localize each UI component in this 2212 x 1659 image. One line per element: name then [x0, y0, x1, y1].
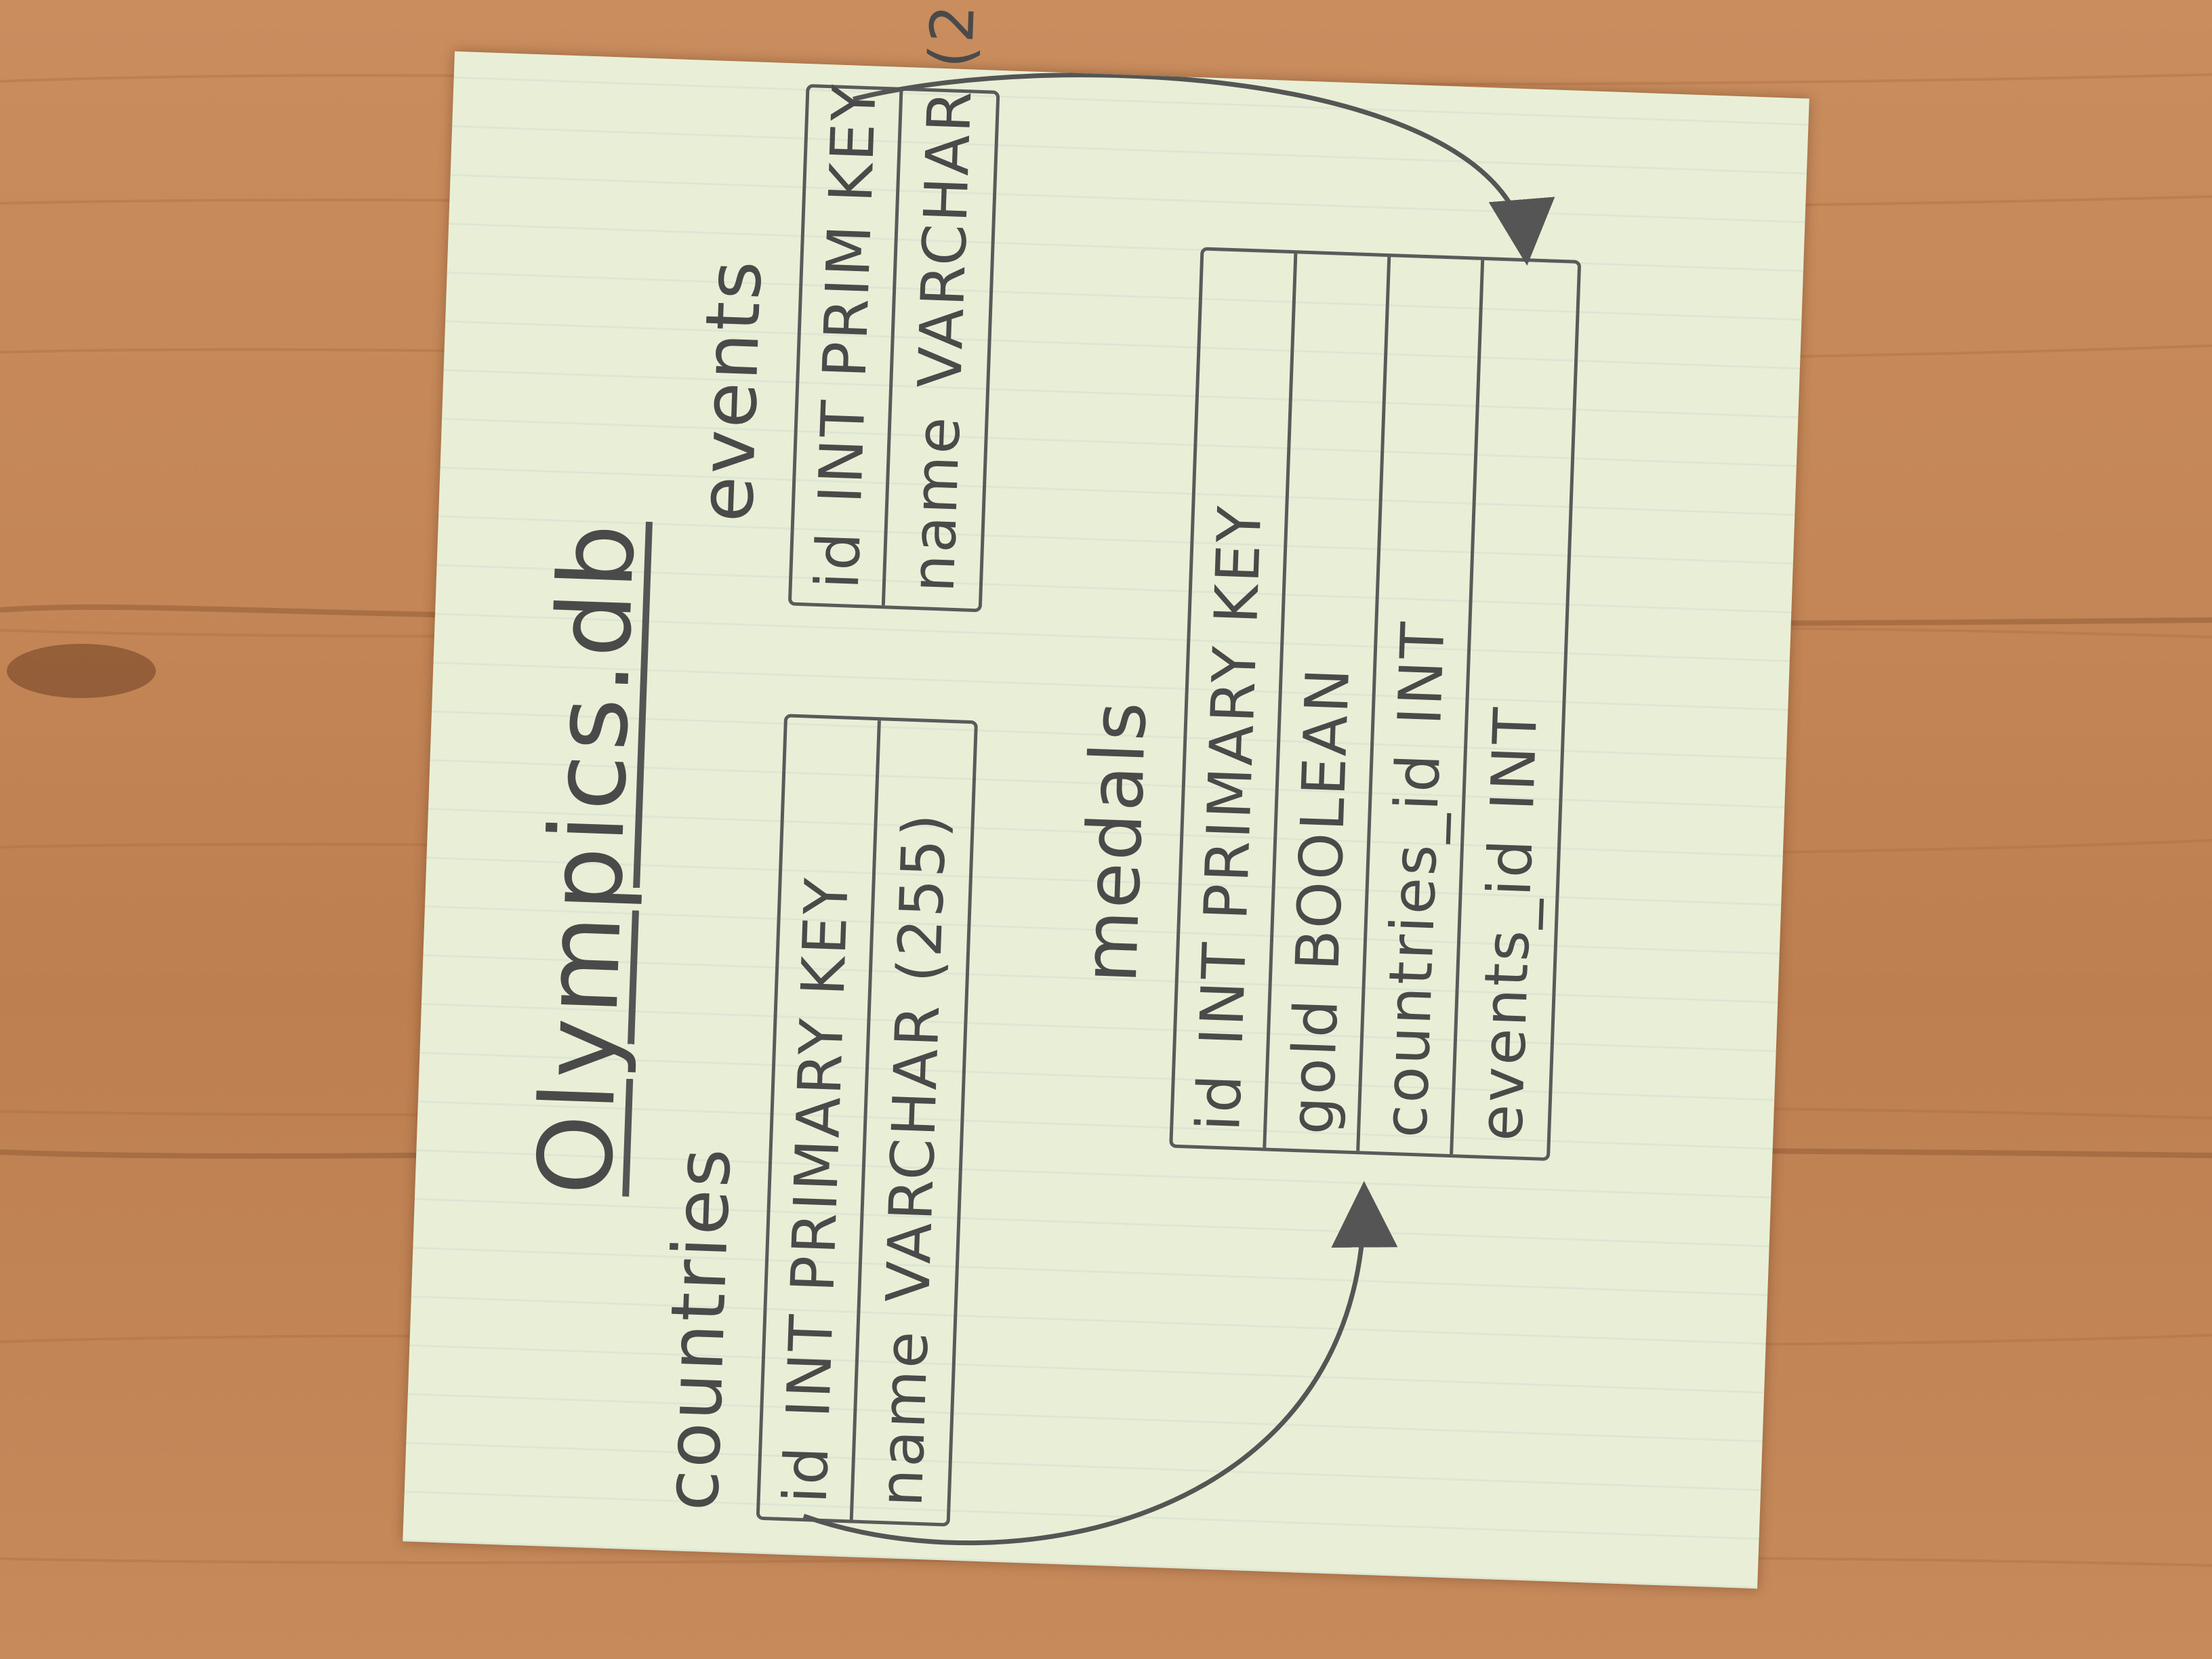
sticky-note: Olympics.db countries id INT PRIMARY KEY…	[403, 0, 1809, 1589]
relationship-arrows	[802, 73, 1555, 1546]
relationship-arrow-countries-medals	[802, 1181, 1398, 1546]
relationship-arrow-events-medals	[853, 73, 1555, 266]
